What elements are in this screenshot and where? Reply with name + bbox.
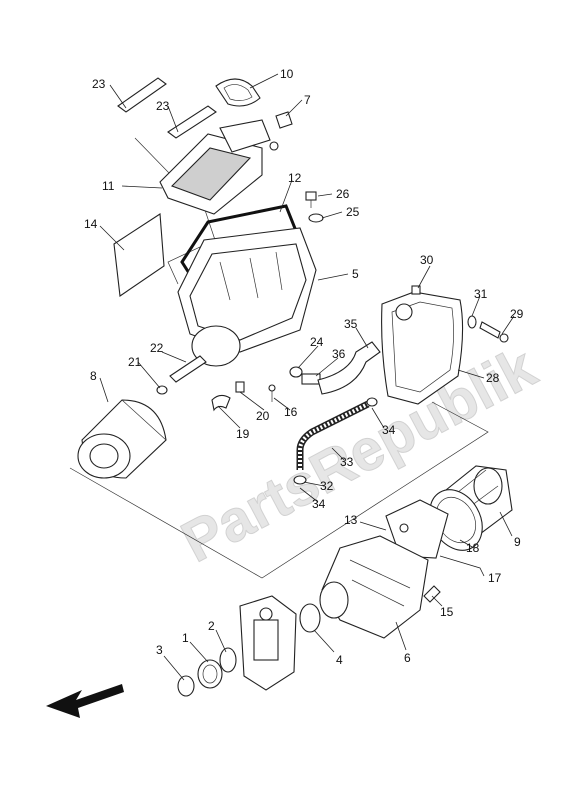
callout-13: 13 xyxy=(344,513,358,527)
carb-clamp-inner xyxy=(177,675,195,697)
callout-6: 6 xyxy=(404,651,411,665)
callout-30: 30 xyxy=(420,253,434,267)
foam-strip-upper xyxy=(117,77,167,113)
foam-strip-lower xyxy=(167,105,217,139)
callout-16: 16 xyxy=(284,405,298,419)
washer xyxy=(156,385,168,395)
callout-25: 25 xyxy=(346,205,360,219)
leader-lines xyxy=(99,73,515,681)
bolt xyxy=(169,355,207,383)
callout-10: 10 xyxy=(280,67,294,81)
joint-plate xyxy=(385,499,449,559)
callout-11: 11 xyxy=(102,179,115,193)
callout-18: 18 xyxy=(466,541,480,555)
callout-33: 33 xyxy=(340,455,354,469)
callout-23-lower: 23 xyxy=(156,99,170,113)
callout-2: 2 xyxy=(208,619,215,633)
intake-duct xyxy=(319,535,429,639)
drain-hose xyxy=(296,400,370,470)
clamp-small xyxy=(211,394,231,412)
breather-tank xyxy=(381,291,464,405)
air-box-cover xyxy=(159,119,279,215)
breather-hose xyxy=(317,341,381,395)
flange xyxy=(429,489,483,551)
pin xyxy=(268,384,276,402)
duct-screw xyxy=(423,585,441,603)
callout-9: 9 xyxy=(514,535,521,549)
callout-14: 14 xyxy=(84,217,98,231)
callout-4: 4 xyxy=(336,653,343,667)
hose-joint xyxy=(289,366,303,378)
filter-sheet xyxy=(113,213,165,297)
callout-1: 1 xyxy=(182,631,189,645)
callout-28: 28 xyxy=(486,371,500,385)
callout-36: 36 xyxy=(332,347,346,361)
callout-34-lower: 34 xyxy=(312,497,326,511)
clip xyxy=(275,111,293,129)
arrow-left-down-icon xyxy=(46,684,124,718)
callout-29: 29 xyxy=(510,307,524,321)
carb-clamp-outer xyxy=(219,647,237,673)
callout-17: 17 xyxy=(488,571,502,585)
seal-ring xyxy=(215,78,261,107)
callout-34-upper: 34 xyxy=(382,423,396,437)
grommet xyxy=(308,213,324,223)
duct-clamp xyxy=(299,603,321,633)
screw xyxy=(305,191,317,208)
plug xyxy=(235,381,245,393)
hose-clamp-lower xyxy=(293,475,307,485)
callout-21: 21 xyxy=(128,355,142,369)
carb-joint xyxy=(197,659,223,689)
callout-32: 32 xyxy=(320,479,334,493)
callout-3: 3 xyxy=(156,643,163,657)
callout-31: 31 xyxy=(474,287,488,301)
callout-35: 35 xyxy=(344,317,358,331)
air-filter xyxy=(77,399,167,479)
callout-labels: 23 23 10 7 11 12 26 25 14 5 30 31 29 35 … xyxy=(84,67,524,667)
callout-19: 19 xyxy=(236,427,250,441)
hose-clamp-upper xyxy=(366,397,378,407)
callout-22: 22 xyxy=(150,341,164,355)
callout-8: 8 xyxy=(90,369,97,383)
callout-26: 26 xyxy=(336,187,350,201)
callout-7: 7 xyxy=(304,93,311,107)
breather-fitting xyxy=(301,373,321,385)
callout-5: 5 xyxy=(352,267,359,281)
callout-12: 12 xyxy=(288,171,302,185)
tank-grommet xyxy=(467,315,477,329)
air-box-case xyxy=(177,227,317,367)
assembly-outline-lower xyxy=(69,401,489,579)
tank-screw xyxy=(479,321,509,343)
callout-24: 24 xyxy=(310,335,324,349)
callout-23-upper: 23 xyxy=(92,77,106,91)
callout-20: 20 xyxy=(256,409,270,423)
carburetor xyxy=(239,595,297,691)
tank-bolt xyxy=(411,285,421,295)
callout-15: 15 xyxy=(440,605,454,619)
